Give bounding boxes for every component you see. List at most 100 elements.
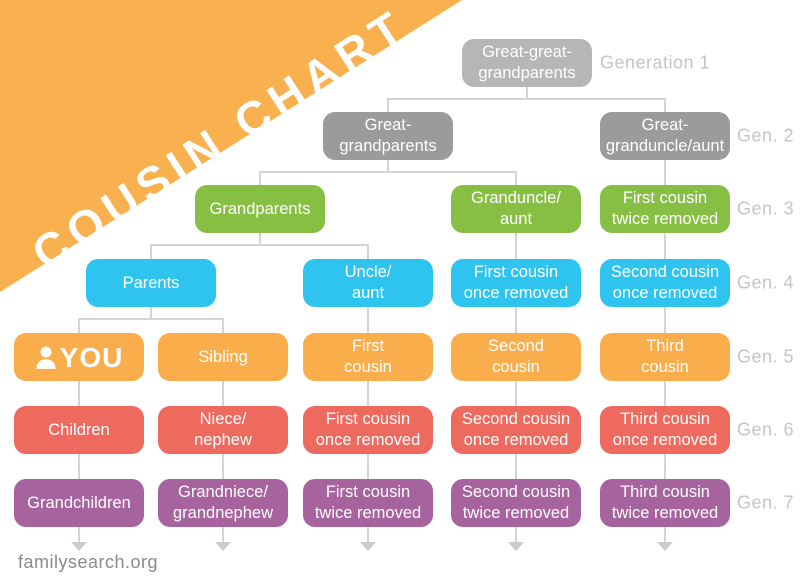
node-label: Great- [364,116,412,134]
node-label: twice removed [611,210,719,228]
node-label: First cousin [325,483,411,501]
node-label: grandparents [478,64,576,82]
node-sc1r4: Second cousin once removed [600,259,730,307]
node-label: aunt [499,210,533,228]
connector-line [78,318,80,333]
connector-line [515,527,517,543]
node-tc1r6: Third cousin once removed [600,406,730,454]
node-ch: Children [14,406,144,454]
node-label: once removed [612,431,718,449]
connector-line [367,465,369,479]
connector-line [259,233,261,246]
generation-label: Gen. 3 [737,198,795,219]
connector-line [78,527,80,543]
connector-line [515,244,517,259]
connector-line [78,392,80,406]
connector-line [222,318,224,333]
node-gng: Grandniece/grandnephew [158,479,288,527]
connector-line [515,171,517,185]
node-label: Second cousin [461,483,571,501]
node-label: Grandparents [209,199,311,218]
node-ua: Uncle/aunt [303,259,433,307]
node-label: Niece/ [199,410,247,428]
connector-line [78,381,80,394]
connector-line [515,318,517,333]
connector-line [367,392,369,406]
connector-line [259,171,261,185]
connector-line [222,465,224,479]
connector-line [664,233,666,246]
node-sc2r7: Second cousin twice removed [451,479,581,527]
node-label: Grandchildren [27,493,131,512]
node-gp: Grandparents [195,185,325,233]
node-label: Third cousin [620,483,710,501]
connector-line [515,392,517,406]
connector-line [367,307,369,320]
node-sc: Second cousin [451,333,581,381]
connector-line [664,381,666,394]
node-label: once removed [463,284,569,302]
node-label: Second cousin [610,263,720,281]
generation-label: Gen. 6 [737,419,795,440]
connector-line [222,392,224,406]
node-label: Grandniece/ [178,483,268,501]
connector-line [387,98,389,112]
node-label: Children [48,420,110,439]
connector-line [515,465,517,479]
node-label: cousin [492,358,540,376]
connector-line [515,233,517,246]
connector-line [367,454,369,467]
node-ggp: Great-grandparents [323,112,453,160]
generation-label: Gen. 2 [737,125,795,146]
connector-line [664,392,666,406]
node-label: Third cousin [620,410,710,428]
generation-label: Generation 1 [600,52,711,73]
connector-line [150,244,152,259]
node-label: Great- [641,116,689,134]
node-label: twice removed [462,504,570,522]
node-label: cousin [344,358,392,376]
connector-line [664,160,666,173]
node-label: First cousin [325,410,411,428]
node-label: twice removed [314,504,422,522]
connector-line [664,318,666,333]
node-label: Uncle/ [344,263,392,281]
footer-site-name: familysearch.org [18,552,159,572]
arrow-head [360,542,376,551]
node-you: YOU [14,333,144,381]
node-label: Parents [122,273,180,292]
connector-line [259,171,517,173]
node-label: First cousin [622,189,708,207]
node-label: once removed [463,431,569,449]
arrow-head [657,542,673,551]
connector-line [367,527,369,543]
node-label: cousin [641,358,689,376]
generation-label: Gen. 5 [737,346,795,367]
generation-label: Gen. 7 [737,492,795,513]
connector-line [515,307,517,320]
connector-line [78,465,80,479]
node-gc: Grandchildren [14,479,144,527]
node-label: First [351,337,385,355]
arrow-head [71,542,87,551]
connector-line [515,381,517,394]
connector-line [526,87,528,100]
node-label: once removed [612,284,718,302]
connector-line [664,527,666,543]
connector-line [664,171,666,185]
node-par: Parents [86,259,216,307]
node-label: Sibling [198,347,248,366]
node-label: Second [488,337,544,355]
arrow-head [508,542,524,551]
connector-line [367,381,369,394]
connector-line [222,381,224,394]
connector-line [150,244,369,246]
connector-line [387,98,666,100]
node-label: aunt [351,284,385,302]
connector-line [222,527,224,543]
